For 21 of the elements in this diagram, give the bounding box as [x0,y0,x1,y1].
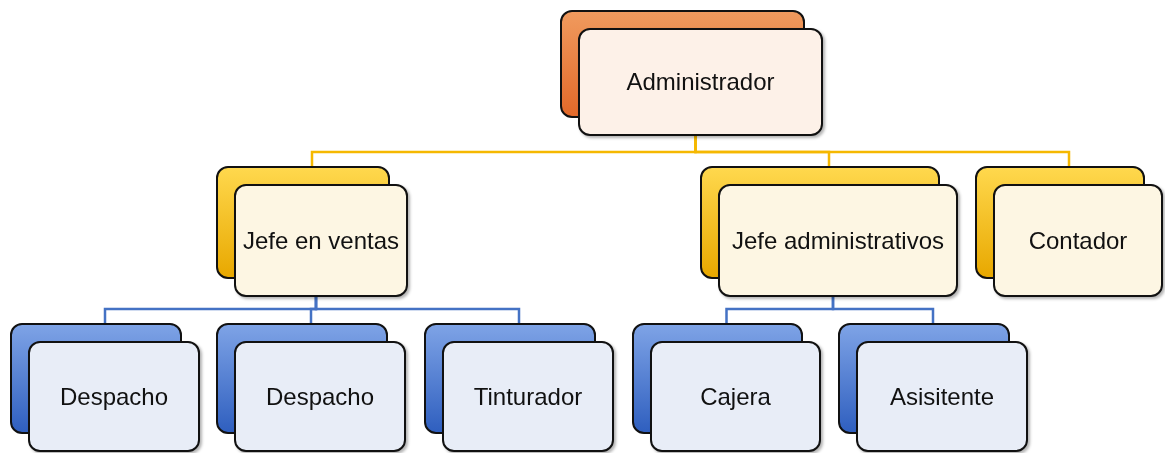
box-label: Asisitente [888,381,996,412]
stacked-org-box [632,323,821,452]
stacked-org-box [10,323,200,452]
box-label: Contador [1027,225,1129,256]
stacked-org-box [838,323,1028,452]
box-label: Tinturador [472,381,584,412]
box-label: Jefe en ventas [241,225,401,256]
stacked-org-box [424,323,614,452]
connector-line [694,136,1071,166]
stacked-org-box [216,323,406,452]
stacked-org-box [975,166,1163,297]
box-label: Despacho [264,381,376,412]
connector-line [314,297,521,323]
box-label: Administrador [625,67,776,97]
box-label: Cajera [699,381,772,412]
stacked-org-box [560,10,823,136]
stacked-org-box [700,166,958,297]
box-label: Jefe administrativos [730,225,946,256]
stacked-org-box [216,166,408,297]
connector-line [831,297,935,323]
box-label: Despacho [58,381,170,412]
